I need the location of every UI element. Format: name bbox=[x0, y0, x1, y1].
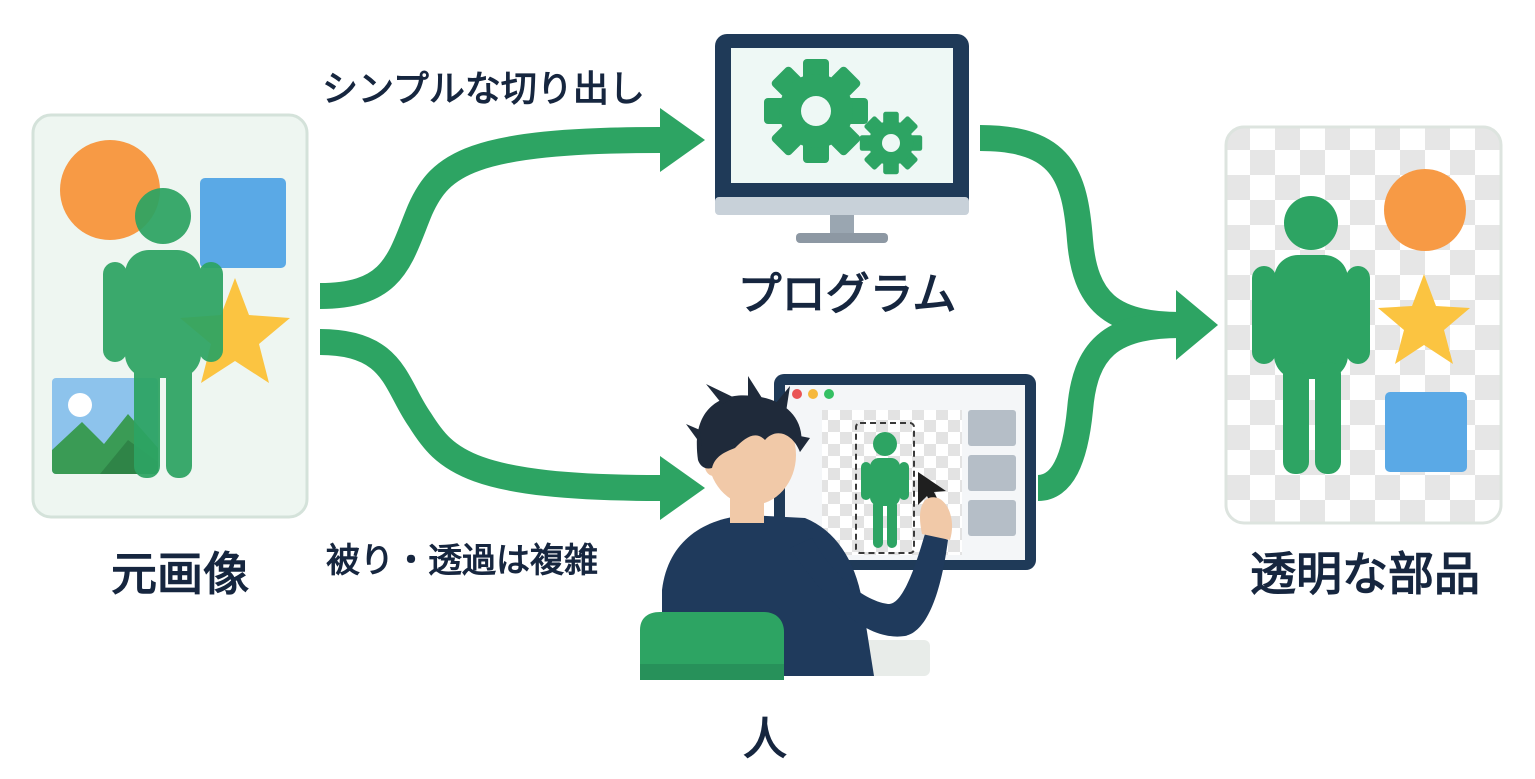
arrow-source-to-human bbox=[319, 329, 661, 501]
star-icon bbox=[1378, 274, 1470, 364]
square-icon bbox=[1385, 392, 1467, 472]
square-icon bbox=[200, 178, 286, 268]
arrow-source-to-program bbox=[319, 127, 661, 309]
arrow-head-result bbox=[1176, 290, 1218, 360]
person-at-computer-icon bbox=[662, 374, 1036, 676]
human-label: 人 bbox=[743, 714, 787, 765]
person-icon bbox=[1252, 196, 1370, 474]
person-icon bbox=[103, 188, 223, 478]
simple-route-label: シンプルな切り出し bbox=[322, 69, 645, 110]
chair-icon bbox=[640, 612, 784, 680]
star-icon bbox=[180, 278, 290, 383]
arrow-human-to-result bbox=[1036, 312, 1181, 501]
cursor-icon bbox=[918, 472, 946, 510]
arrow-head-human bbox=[660, 456, 705, 520]
program-label: プログラム bbox=[737, 269, 957, 320]
circle-icon bbox=[1384, 169, 1466, 251]
complex-route-label: 被り・透過は複雑 bbox=[326, 541, 598, 581]
source-image-label: 元画像 bbox=[111, 547, 249, 601]
monitor-icon bbox=[715, 34, 969, 243]
arrow-program-to-result bbox=[979, 125, 1181, 338]
source-image-card bbox=[31, 113, 309, 519]
arrow-head-program bbox=[660, 108, 705, 172]
circle-icon bbox=[60, 140, 160, 240]
flow-arrows bbox=[319, 108, 1218, 520]
transparent-parts-label: 透明な部品 bbox=[1250, 547, 1480, 601]
result-card bbox=[1224, 125, 1503, 525]
